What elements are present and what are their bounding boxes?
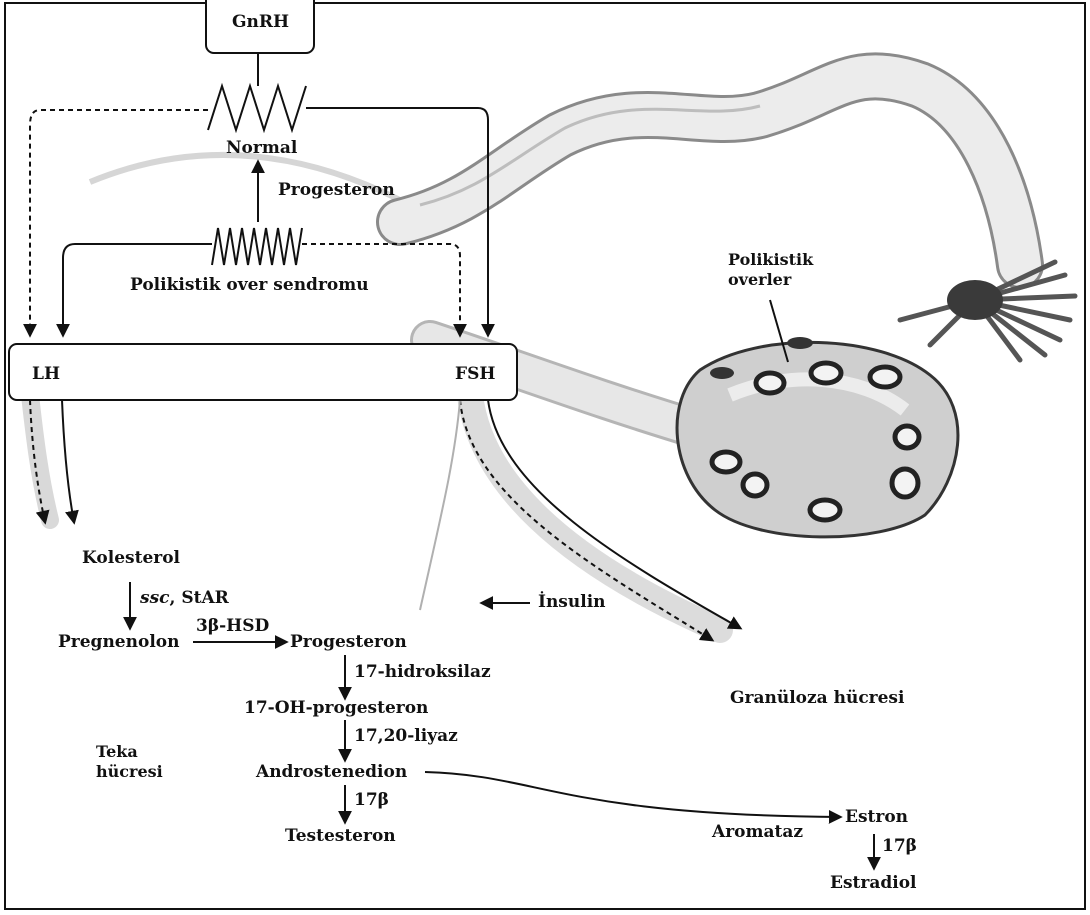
- pcos-pulse-zigzag: [212, 228, 302, 265]
- enzyme-17b-estrone-label: 17β: [882, 836, 917, 856]
- star-label: , StAR: [170, 588, 229, 608]
- cholesterol-label: Kolesterol: [82, 548, 180, 568]
- aromatase-label: Aromataz: [712, 822, 803, 842]
- theca-cell-line1: Teka: [96, 742, 163, 762]
- theca-cell-label: Teka hücresi: [96, 742, 163, 782]
- estrone-label: Estron: [845, 807, 908, 827]
- oh-progesterone-label: 17-OH-progesteron: [244, 698, 428, 718]
- testosterone-label: Testesteron: [285, 826, 396, 846]
- polycystic-ovaries-line2: overler: [728, 270, 813, 290]
- normal-label: Normal: [226, 138, 297, 158]
- three-beta-hsd-label: 3β-HSD: [196, 616, 269, 636]
- insulin-label: İnsulin: [538, 592, 606, 612]
- ssc-star-label: ssc, StAR: [140, 588, 229, 608]
- lh-fsh-box: [8, 343, 518, 401]
- polycystic-ovaries-label: Polikistik overler: [728, 250, 813, 290]
- ssc-label: ssc: [140, 588, 170, 608]
- androstenedione-label: Androstenedion: [256, 762, 407, 782]
- fallopian-tube: [400, 76, 1075, 360]
- enzyme-17b-label: 17β: [354, 790, 389, 810]
- pcos-label: Polikistik over sendromu: [130, 275, 369, 295]
- lh-label: LH: [32, 364, 60, 384]
- progesterone-label: Progesteron: [290, 632, 407, 652]
- theca-cell-line2: hücresi: [96, 762, 163, 782]
- granulosa-cell-label: Granüloza hücresi: [730, 688, 904, 708]
- polycystic-ovary: [677, 337, 958, 537]
- lyase-label: 17,20-liyaz: [354, 726, 458, 746]
- polycystic-ovaries-line1: Polikistik: [728, 250, 813, 270]
- fsh-label: FSH: [455, 364, 495, 384]
- progesterone-feedback-label: Progesteron: [278, 180, 395, 200]
- gnrh-label: GnRH: [232, 12, 289, 32]
- pregnenolone-label: Pregnenolon: [58, 632, 179, 652]
- hydroxylase-label: 17-hidroksilaz: [354, 662, 491, 682]
- normal-pulse-zigzag: [208, 86, 306, 130]
- estradiol-label: Estradiol: [830, 873, 917, 893]
